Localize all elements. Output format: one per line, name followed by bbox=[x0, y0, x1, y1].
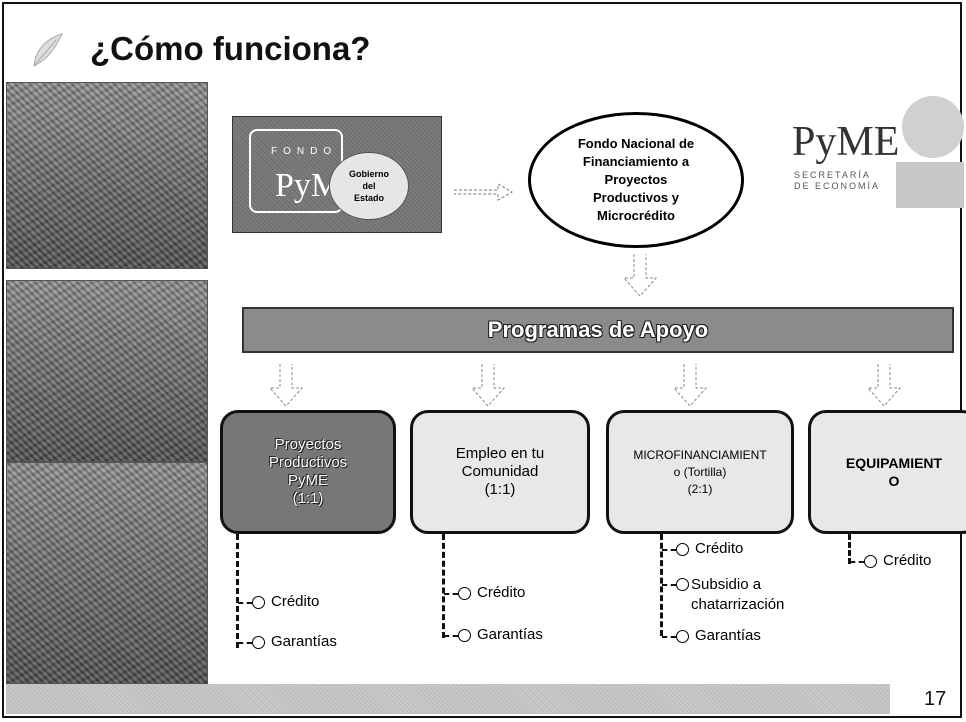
bullet-circle-icon bbox=[252, 596, 265, 609]
leaf-icon bbox=[33, 33, 63, 67]
arrow-down-icon bbox=[470, 364, 506, 407]
connector-tick bbox=[662, 636, 676, 638]
bullet-circle-icon bbox=[676, 578, 689, 591]
bullet-circle-icon bbox=[676, 543, 689, 556]
item-label: Garantías bbox=[271, 633, 337, 650]
fondo-nacional-ellipse: Fondo Nacional de Financiamiento a Proye… bbox=[528, 112, 744, 248]
programas-banner: Programas de Apoyo bbox=[242, 307, 954, 353]
connector-tick bbox=[850, 561, 864, 563]
fondo-nacional-label: Fondo Nacional de Financiamiento a Proye… bbox=[577, 136, 695, 223]
list-item: Crédito bbox=[238, 593, 319, 610]
connector-tick bbox=[238, 642, 252, 644]
pyme-logo: PyME bbox=[792, 119, 900, 165]
list-item: Garantías bbox=[662, 627, 761, 644]
item-label: Crédito bbox=[271, 593, 320, 610]
photo-store bbox=[6, 280, 208, 462]
arrow-right-icon bbox=[454, 183, 514, 201]
seal-icon bbox=[902, 96, 964, 158]
program-label: Empleo en tu Comunidad (1:1) bbox=[455, 445, 545, 498]
program-empleo-comunidad: Empleo en tu Comunidad (1:1) bbox=[410, 410, 590, 534]
connector-tick bbox=[444, 593, 458, 595]
connector-tick bbox=[662, 584, 676, 586]
fondo-label: FONDO bbox=[271, 146, 338, 157]
list-item: Crédito bbox=[662, 540, 743, 557]
bullet-circle-icon bbox=[864, 555, 877, 568]
list-item: Subsidio a chatarrización bbox=[662, 575, 784, 615]
item-label: Subsidio a chatarrización bbox=[691, 576, 785, 613]
program-microfinanciamiento: MICROFINANCIAMIENT o (Tortilla) (2:1) bbox=[606, 410, 794, 534]
fondo-pyme-box: FONDO PyME Gobierno del Estado bbox=[232, 116, 442, 233]
bullet-circle-icon bbox=[676, 630, 689, 643]
program-label: MICROFINANCIAMIENT o (Tortilla) (2:1) bbox=[633, 447, 767, 496]
connector-tick bbox=[662, 549, 676, 551]
program-proyectos-productivos: Proyectos Productivos PyME (1:1) bbox=[220, 410, 396, 534]
program-label: EQUIPAMIENT O bbox=[845, 455, 943, 489]
footer-bar bbox=[6, 684, 890, 714]
arrow-down-icon bbox=[268, 364, 304, 407]
connector-line bbox=[236, 534, 239, 648]
fondo-pyme-logo: FONDO PyME bbox=[249, 129, 362, 213]
connector-line bbox=[848, 534, 851, 564]
item-label: Crédito bbox=[477, 584, 526, 601]
bullet-circle-icon bbox=[252, 636, 265, 649]
item-label: Crédito bbox=[695, 540, 744, 557]
item-label: Crédito bbox=[883, 552, 932, 569]
arrow-down-icon bbox=[672, 364, 708, 407]
bullet-circle-icon bbox=[458, 629, 471, 642]
list-item: Garantías bbox=[238, 633, 337, 650]
connector-line bbox=[442, 534, 445, 638]
bullet-circle-icon bbox=[458, 587, 471, 600]
page-number: 17 bbox=[924, 688, 947, 710]
logo-box bbox=[896, 162, 964, 208]
photo-workshop bbox=[6, 82, 208, 269]
item-label: Garantías bbox=[477, 626, 543, 643]
gobierno-estado-circle: Gobierno del Estado bbox=[329, 152, 409, 220]
arrow-down-icon bbox=[622, 254, 658, 297]
list-item: Crédito bbox=[444, 584, 525, 601]
connector-line bbox=[660, 534, 663, 636]
arrow-down-icon bbox=[866, 364, 902, 407]
photo-shop-interior bbox=[6, 462, 208, 684]
connector-tick bbox=[238, 602, 252, 604]
list-item: Crédito bbox=[850, 552, 931, 569]
item-label: Garantías bbox=[695, 627, 761, 644]
secretaria-economia-logo: SECRETARÍA DE ECONOMÍA bbox=[794, 170, 881, 191]
page-title: ¿Cómo funciona? bbox=[90, 30, 371, 67]
program-label: Proyectos Productivos PyME (1:1) bbox=[268, 436, 348, 507]
gobierno-label: Gobierno del Estado bbox=[349, 169, 389, 203]
connector-tick bbox=[444, 635, 458, 637]
program-equipamiento: EQUIPAMIENT O bbox=[808, 410, 966, 534]
list-item: Garantías bbox=[444, 626, 543, 643]
